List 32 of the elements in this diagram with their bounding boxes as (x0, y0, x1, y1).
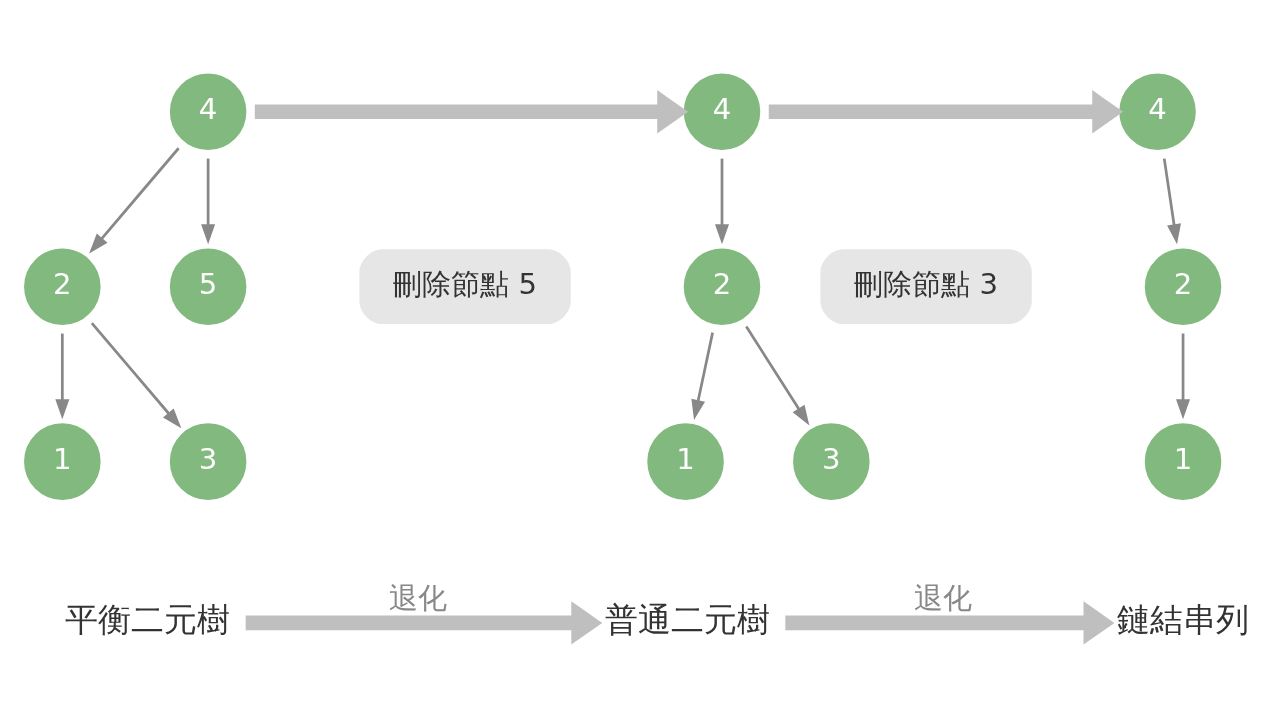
arrow (691, 331, 714, 420)
arrow (1162, 157, 1181, 244)
node-circle: 3 (791, 421, 872, 502)
node-circle: 1 (645, 421, 726, 502)
node-circle: 3 (168, 421, 249, 502)
node-circle: 5 (168, 246, 249, 327)
node-box: 刪除節點 3 (820, 248, 1032, 324)
node-text: 鏈結串列 (1117, 600, 1250, 639)
arrow (1176, 333, 1191, 419)
arrow (768, 89, 1124, 133)
arrow (245, 600, 603, 645)
arrow (55, 333, 70, 419)
node-circle: 2 (681, 246, 763, 327)
node-text: 普通二元樹 (604, 600, 770, 639)
node-text: 平衡二元樹 (65, 600, 231, 639)
edge-label: 退化 (388, 580, 447, 615)
node-circle: 1 (1142, 421, 1224, 502)
node-circle: 4 (168, 71, 249, 152)
arrow (785, 600, 1115, 645)
arrow (714, 158, 730, 244)
arrow (745, 325, 810, 425)
node-circle: 4 (1117, 71, 1198, 152)
node-circle: 2 (22, 246, 103, 327)
node-box: 刪除節點 5 (359, 248, 571, 324)
node-circle: 1 (22, 421, 103, 502)
arrow (201, 158, 216, 244)
edge-label: 退化 (914, 580, 973, 615)
node-circle: 2 (1142, 246, 1224, 327)
node-circle: 4 (681, 71, 763, 152)
arrow (89, 146, 180, 253)
arrow (90, 321, 182, 428)
arrow (254, 89, 689, 133)
